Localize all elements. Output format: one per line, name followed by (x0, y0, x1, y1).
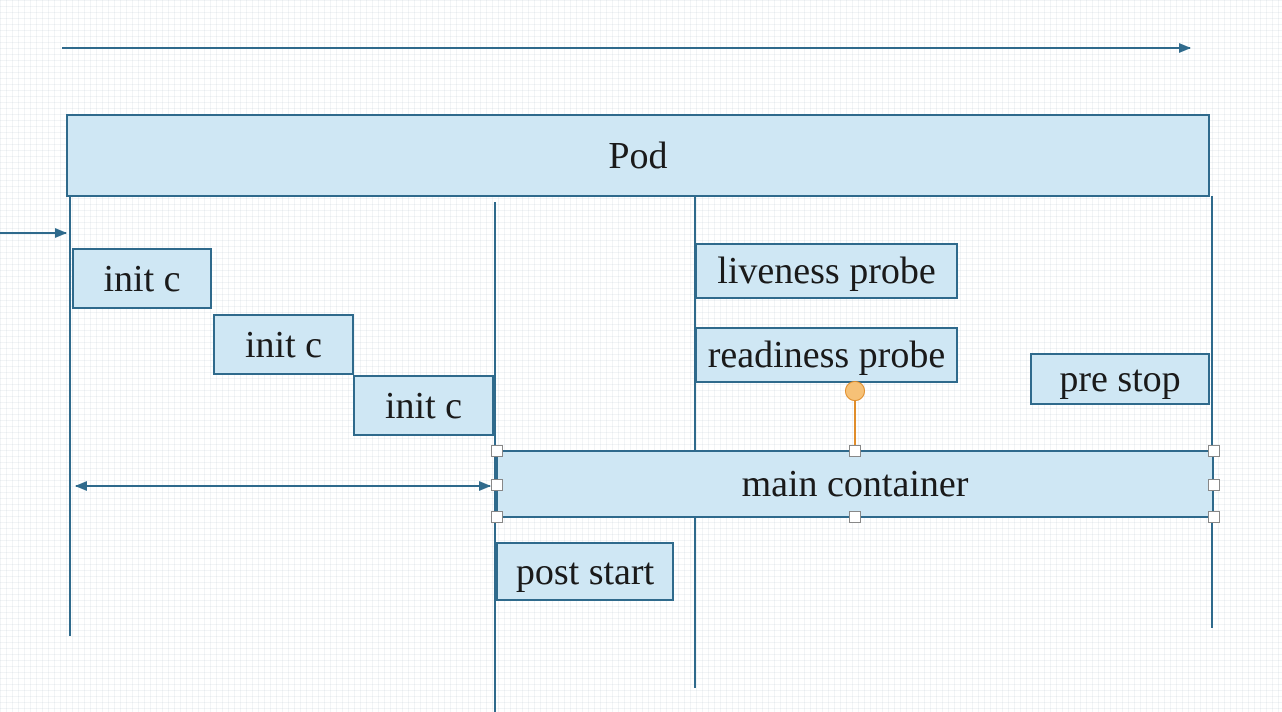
init-container-box-1[interactable]: init c (72, 248, 212, 309)
pod-label: Pod (608, 134, 668, 177)
resize-handle-middle-left[interactable] (491, 479, 503, 491)
liveness-probe-box[interactable]: liveness probe (695, 243, 958, 299)
rotation-handle[interactable] (845, 381, 865, 401)
main-container-label: main container (741, 463, 969, 505)
resize-handle-bottom-middle[interactable] (849, 511, 861, 523)
resize-handle-top-left[interactable] (491, 445, 503, 457)
init-container-box-3[interactable]: init c (353, 375, 494, 436)
init-container-label-2: init c (244, 323, 323, 366)
post-start-label: post start (515, 550, 655, 593)
pre-stop-label: pre stop (1059, 358, 1181, 400)
pre-stop-box[interactable]: pre stop (1030, 353, 1210, 405)
resize-handle-top-middle[interactable] (849, 445, 861, 457)
init-container-label-1: init c (103, 257, 181, 300)
resize-handle-bottom-left[interactable] (491, 511, 503, 523)
main-container-box[interactable]: main container (496, 450, 1214, 518)
liveness-probe-label: liveness probe (717, 250, 936, 292)
resize-handle-top-right[interactable] (1208, 445, 1220, 457)
rotation-handle-stem (854, 400, 856, 450)
init-container-box-2[interactable]: init c (213, 314, 354, 375)
post-start-box[interactable]: post start (496, 542, 674, 601)
pod-box[interactable]: Pod (66, 114, 1210, 197)
readiness-probe-label: readiness probe (707, 334, 946, 376)
resize-handle-middle-right[interactable] (1208, 479, 1220, 491)
init-container-label-3: init c (384, 384, 463, 427)
resize-handle-bottom-right[interactable] (1208, 511, 1220, 523)
readiness-probe-box[interactable]: readiness probe (695, 327, 958, 383)
